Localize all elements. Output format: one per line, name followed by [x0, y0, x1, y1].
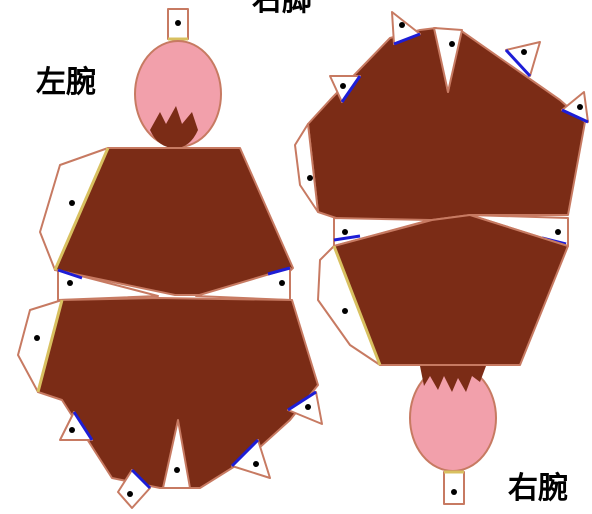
- glue-tab-dot-icon: [69, 427, 75, 433]
- glue-tab-dot-icon: [175, 20, 181, 26]
- glue-tab-dot-icon: [577, 104, 583, 110]
- glue-tab-dot-icon: [67, 280, 73, 286]
- glue-tab-dot-icon: [174, 467, 180, 473]
- left-arm-piece: [17, 8, 323, 509]
- glue-tab-dot-icon: [305, 404, 311, 410]
- left-arm-shoulder-fringe: [150, 106, 198, 148]
- glue-tab-dot-icon: [399, 22, 405, 28]
- right-leg-side-tab-upper: [294, 123, 319, 213]
- glue-tab-dot-icon: [521, 49, 527, 55]
- glue-tab-dot-icon: [307, 175, 313, 181]
- left-arm-gap-tab-left: [57, 269, 159, 301]
- glue-tab-dot-icon: [342, 229, 348, 235]
- left-arm-bottom-notch: [162, 419, 191, 489]
- glue-tab-dot-icon: [127, 491, 133, 497]
- right-arm-bottom-tab: [443, 471, 465, 505]
- glue-tab-dot-icon: [34, 335, 40, 341]
- glue-tab-dot-icon: [451, 489, 457, 495]
- glue-tab-dot-icon: [340, 83, 346, 89]
- right-leg-piece: [294, 11, 589, 366]
- right-leg-label: 右脚: [252, 0, 312, 18]
- glue-tab-dot-icon: [449, 41, 455, 47]
- glue-tab-dot-icon: [69, 200, 75, 206]
- glue-tab-dot-icon: [279, 280, 285, 286]
- glue-tab-dot-icon: [555, 229, 561, 235]
- glue-tab-dot-icon: [253, 461, 259, 467]
- right-arm-shoulder-fringe: [420, 366, 486, 392]
- left-arm-label: 左腕: [36, 65, 96, 100]
- right-arm-label: 右腕: [508, 471, 568, 506]
- right-arm-piece: [409, 364, 497, 505]
- glue-tab-dot-icon: [342, 308, 348, 314]
- left-arm-gap-tab-right: [195, 267, 291, 301]
